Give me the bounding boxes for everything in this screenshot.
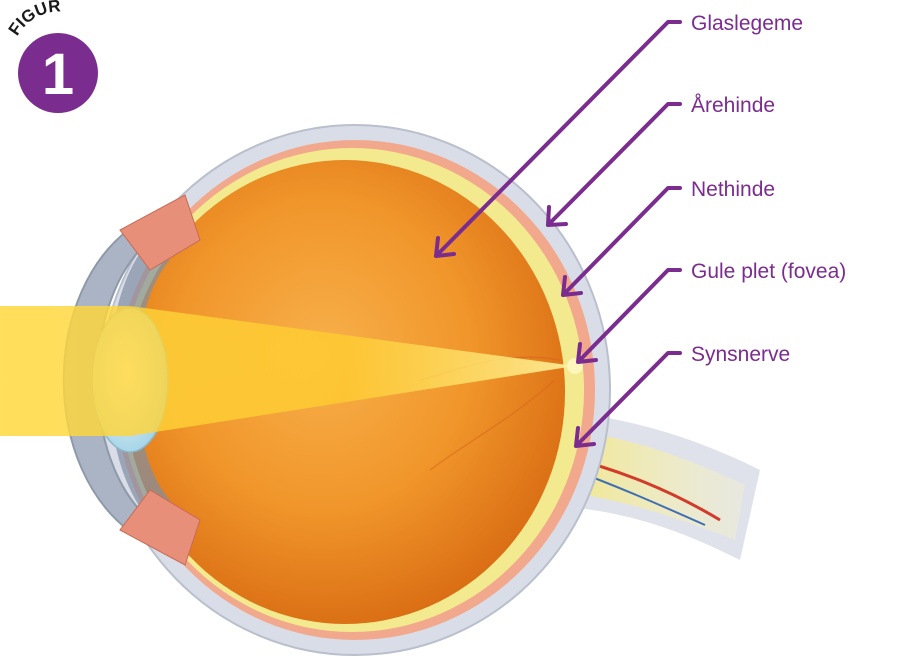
- badge-number: 1: [42, 42, 74, 107]
- arrow-retina: [563, 188, 680, 295]
- figure-badge: 1 FIGUR: [5, 0, 100, 113]
- label-choroid: Årehinde: [691, 94, 775, 117]
- label-fovea: Gule plet (fovea): [691, 260, 846, 283]
- label-optic-nerve: Synsnerve: [691, 343, 790, 366]
- label-vitreous: Glaslegeme: [691, 12, 803, 35]
- arrow-vitreous: [436, 22, 680, 256]
- label-retina: Nethinde: [691, 178, 775, 201]
- badge-word: FIGUR: [5, 0, 62, 39]
